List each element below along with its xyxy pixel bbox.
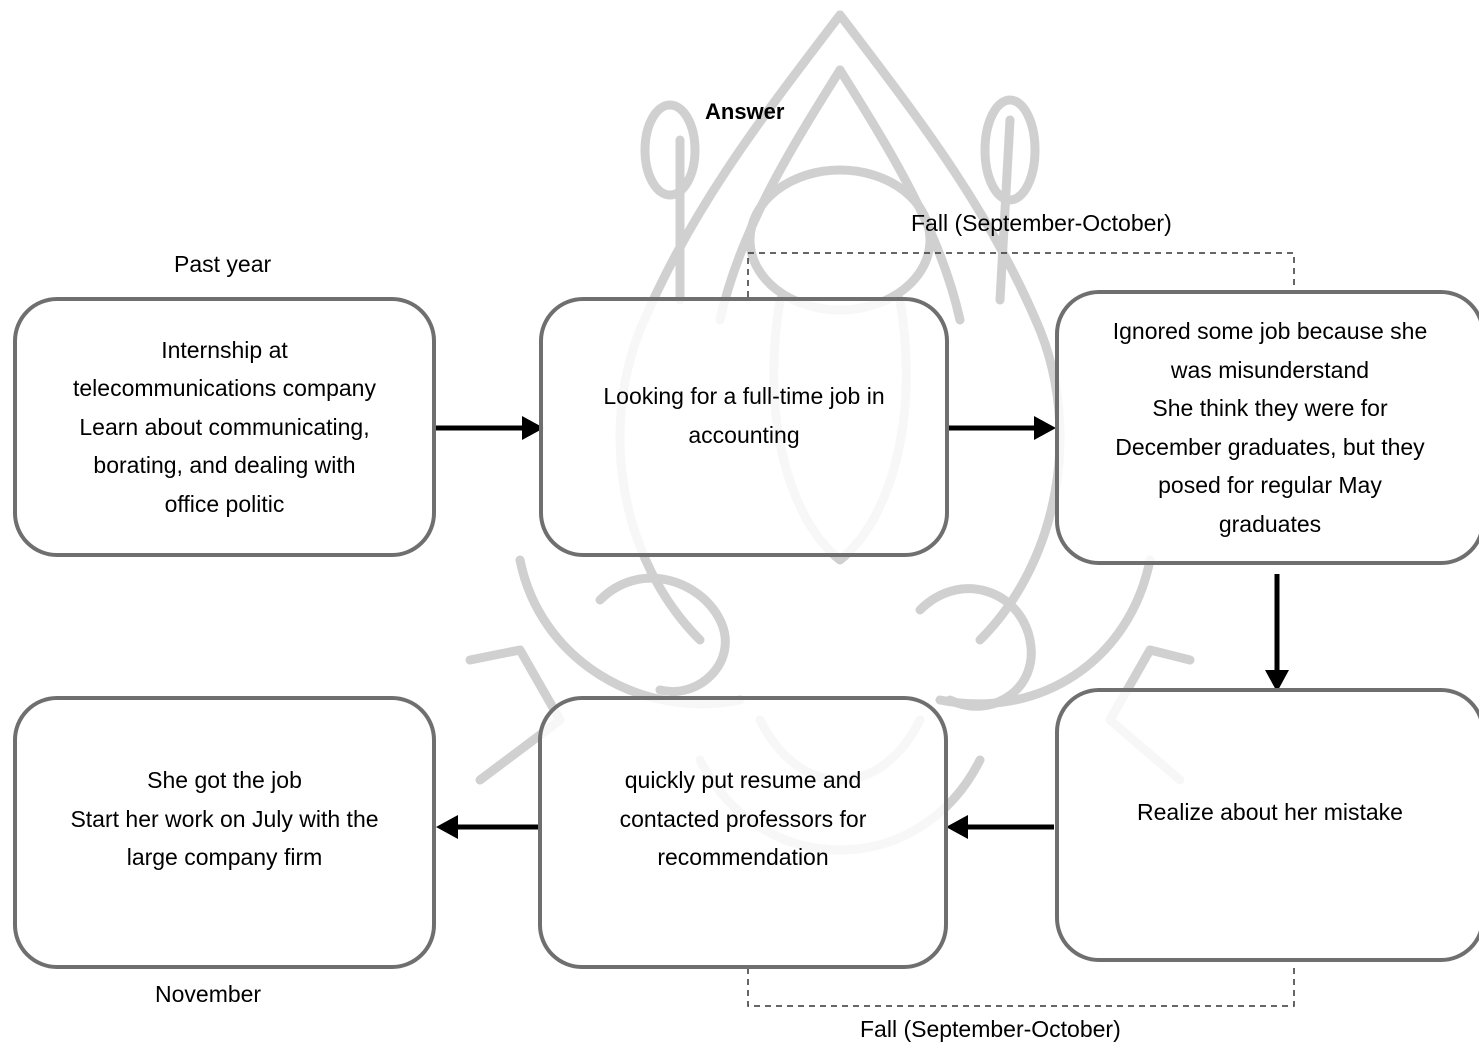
box-looking-for-job-text: Looking for a full-time job in accountin… bbox=[603, 383, 885, 448]
box-looking-for-job: Looking for a full-time job in accountin… bbox=[539, 297, 949, 557]
answer-title: Answer bbox=[705, 99, 785, 124]
box-internship-text: Internship at telecommunications company… bbox=[73, 336, 376, 517]
box-got-job-text: She got the job Start her work on July w… bbox=[70, 767, 379, 870]
box-ignored-jobs-text: Ignored some job because she was misunde… bbox=[1112, 318, 1428, 537]
box-realize-mistake: Realize about her mistake bbox=[1055, 688, 1479, 962]
label-fall-bottom: Fall (September-October) bbox=[860, 1016, 1121, 1042]
box-got-job: She got the job Start her work on July w… bbox=[13, 696, 436, 969]
box-ignored-jobs: Ignored some job because she was misunde… bbox=[1055, 290, 1479, 565]
box-resume-professors-text: quickly put resume and contacted profess… bbox=[619, 767, 867, 870]
box-realize-mistake-text: Realize about her mistake bbox=[1137, 799, 1403, 825]
box-internship: Internship at telecommunications company… bbox=[13, 297, 436, 557]
box-resume-professors: quickly put resume and contacted profess… bbox=[538, 696, 948, 969]
label-past-year: Past year bbox=[174, 251, 272, 277]
label-fall-top: Fall (September-October) bbox=[911, 210, 1172, 236]
label-november: November bbox=[155, 981, 262, 1007]
